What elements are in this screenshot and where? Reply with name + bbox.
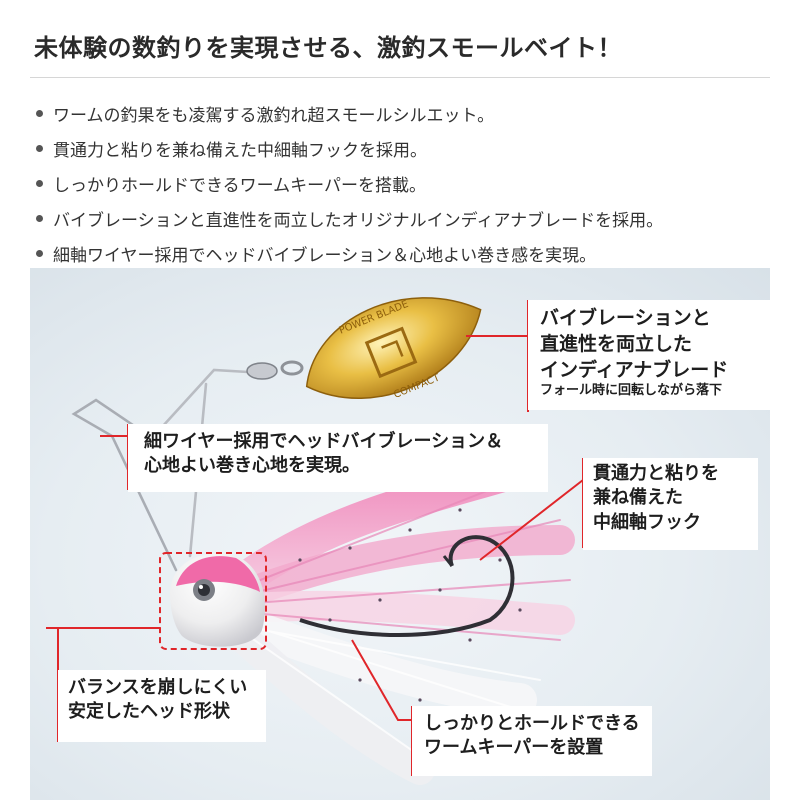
callout-line: インディアナブレード [540, 358, 729, 381]
swivel-icon [246, 360, 304, 380]
callout-keeper: しっかりとホールドできる ワームキーパーを設置 [412, 706, 652, 776]
jig-head [169, 553, 265, 647]
feature-item: しっかりホールドできるワームキーパーを搭載。 [36, 166, 776, 201]
callout-line: バランスを崩しにくい [68, 677, 248, 698]
bullet-dot-icon [36, 215, 43, 222]
feature-text: 貫通力と粘りを兼ね備えた中細軸フックを採用。 [53, 141, 427, 161]
bullet-dot-icon [36, 250, 43, 257]
hook-icon [299, 535, 515, 637]
callout-blade: バイブレーションと 直進性を両立した インディアナブレード フォール時に回転しな… [528, 300, 774, 410]
feature-item: 貫通力と粘りを兼ね備えた中細軸フックを採用。 [36, 131, 776, 166]
callout-line: 中細軸フック [593, 511, 701, 533]
page-headline: 未体験の数釣りを実現させる、激釣スモールベイト！ [34, 34, 622, 62]
feature-item: 細軸ワイヤー採用でヘッドバイブレーション＆心地よい巻き感を実現。 [36, 236, 776, 271]
feature-text: バイブレーションと直進性を両立したオリジナルインディアナブレードを採用。 [53, 211, 664, 231]
callout-wire: 細ワイヤー採用でヘッドバイブレーション＆ 心地よい巻き心地を実現。 [128, 424, 548, 492]
callout-line: バイブレーションと [540, 307, 711, 329]
callout-line: 安定したヘッド形状 [68, 701, 230, 723]
feature-item: ワームの釣果をも凌駕する激釣れ超スモールシルエット。 [36, 96, 776, 131]
bullet-dot-icon [36, 180, 43, 187]
callout-line: ワームキーパーを設置 [424, 737, 604, 759]
callout-head: バランスを崩しにくい 安定したヘッド形状 [58, 670, 266, 742]
feature-item: バイブレーションと直進性を両立したオリジナルインディアナブレードを採用。 [36, 201, 776, 236]
callout-line: 細ワイヤー採用でヘッドバイブレーション＆ [144, 431, 504, 452]
bullet-dot-icon [36, 145, 43, 152]
callout-subline: フォール時に回転しながら落下 [540, 383, 723, 399]
callout-line: 心地よい巻き心地を実現。 [144, 455, 360, 477]
feature-list: ワームの釣果をも凌駕する激釣れ超スモールシルエット。 貫通力と粘りを兼ね備えた中… [36, 96, 776, 271]
callout-line: しっかりとホールドできる [424, 713, 640, 734]
callout-line: 貫通力と粘りを [593, 463, 719, 484]
bullet-dot-icon [36, 110, 43, 117]
callout-line: 兼ね備えた [593, 487, 683, 509]
indiana-blade-icon: POWER BLADE COMPACT [305, 297, 482, 401]
callout-hook: 貫通力と粘りを 兼ね備えた 中細軸フック [583, 458, 758, 550]
feature-text: 細軸ワイヤー採用でヘッドバイブレーション＆心地よい巻き感を実現。 [53, 246, 597, 266]
feature-text: しっかりホールドできるワームキーパーを搭載。 [53, 176, 426, 196]
feature-text: ワームの釣果をも凌駕する激釣れ超スモールシルエット。 [53, 106, 495, 126]
headline-divider [30, 77, 770, 78]
callout-line: 直進性を両立した [540, 332, 693, 355]
skirt-flake-dots [298, 508, 522, 702]
